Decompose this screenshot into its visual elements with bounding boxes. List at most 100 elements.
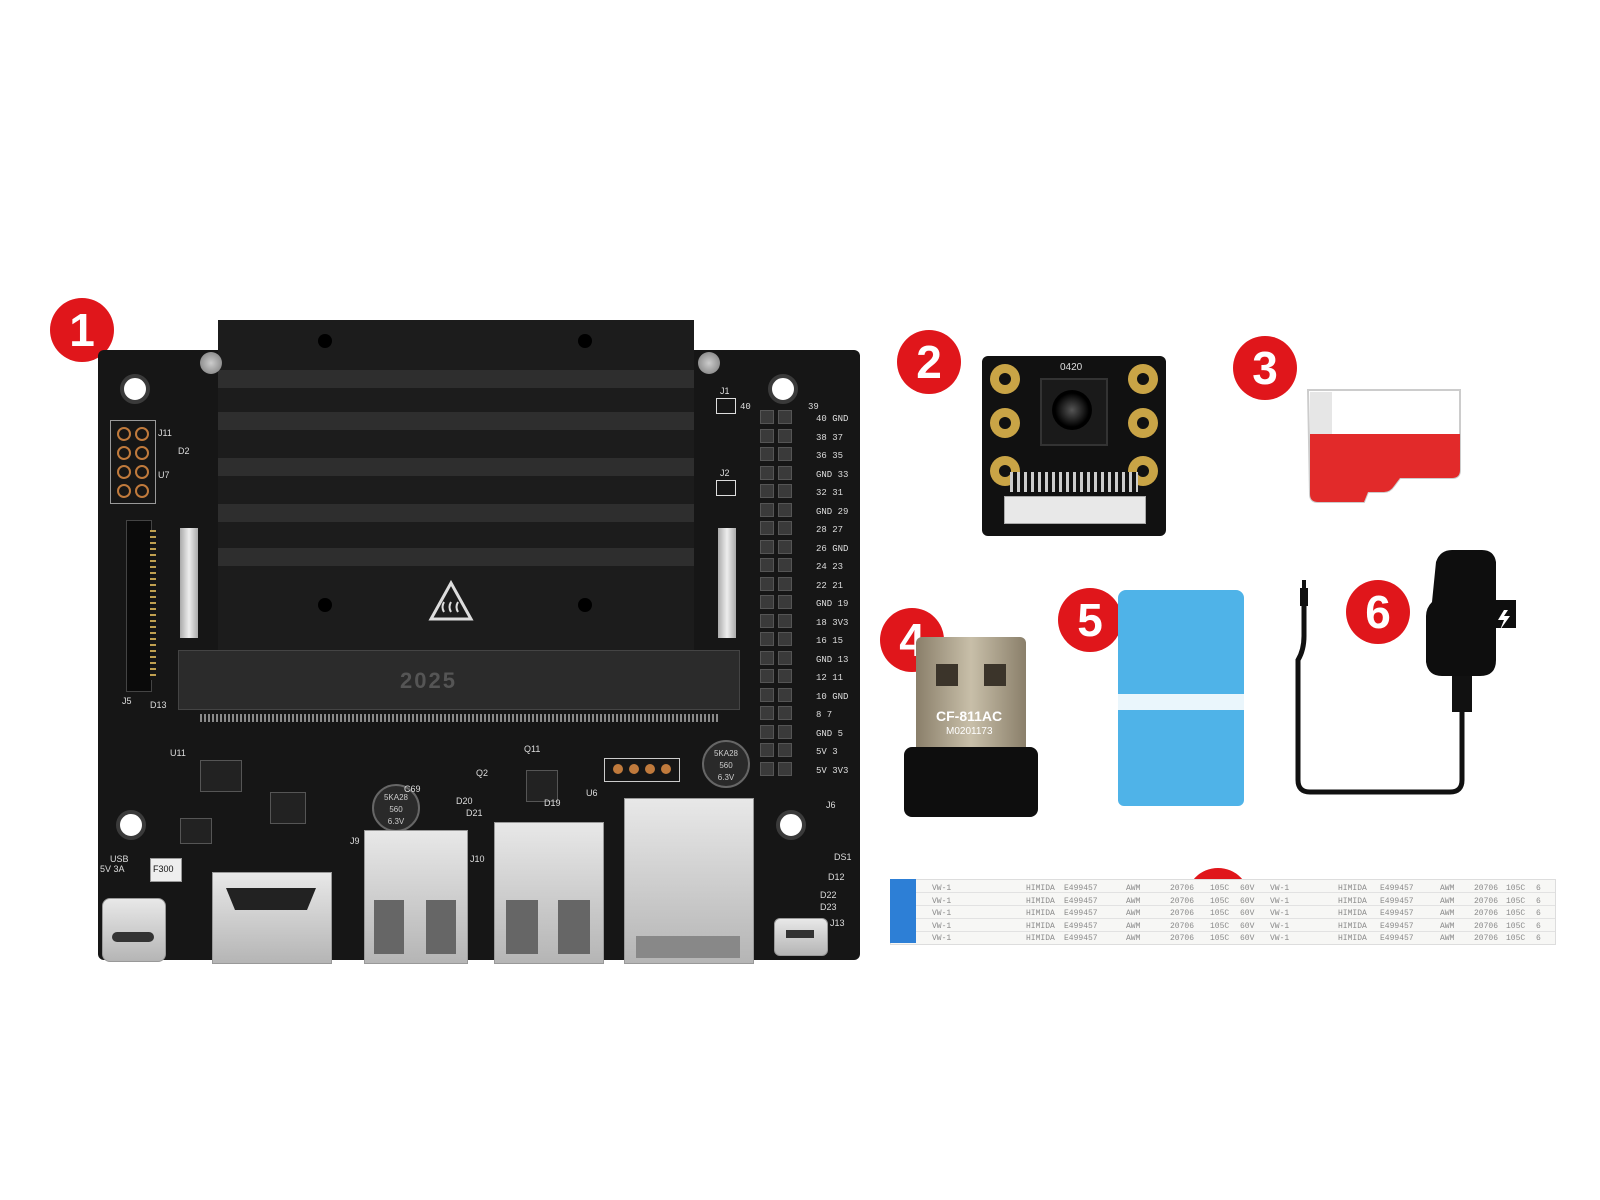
- gpio-pin: [760, 428, 774, 443]
- gpio-label: 5V 3V3: [816, 765, 849, 776]
- heatsink-fin: [218, 548, 694, 566]
- ribbon-text: E499457: [1380, 921, 1414, 931]
- hdmi-opening: [226, 888, 316, 910]
- heatsink-fin: [218, 370, 694, 388]
- ribbon-text: VW-1: [932, 934, 952, 943]
- ribbon-text: VW-1: [932, 921, 952, 931]
- screw: [698, 352, 720, 374]
- silk-q2: Q2: [476, 768, 489, 778]
- ribbon-text: AWM: [1126, 896, 1141, 906]
- ribbon-text: HIMIDA: [1026, 896, 1055, 906]
- gpio-label: 28 27: [816, 525, 844, 535]
- plug-window: [984, 664, 1006, 686]
- csi-connector: [126, 520, 152, 692]
- gpio-pin: [778, 428, 792, 443]
- slot-pins: [200, 714, 720, 722]
- gpio-pin: [778, 687, 792, 702]
- heatsink-fin: [218, 458, 694, 476]
- ribbon-text: 20706: [1474, 921, 1499, 931]
- ribbon-text: 20706: [1170, 934, 1195, 943]
- gpio-pin: [760, 632, 774, 646]
- silk-d20: D20: [456, 796, 473, 806]
- silk-j11: J11: [158, 428, 172, 438]
- gpio-pin: [760, 761, 774, 776]
- ribbon-text: E499457: [1380, 934, 1414, 943]
- reader-band: [1118, 694, 1244, 712]
- fan-header: [604, 758, 680, 782]
- ribbon-text: 105C: [1210, 909, 1230, 918]
- gpio-pin: [760, 706, 774, 720]
- silk-q11: Q11: [524, 744, 541, 754]
- ribbon-text: 105C: [1506, 934, 1526, 943]
- ribbon-text: VW-1: [1270, 909, 1290, 918]
- ribbon-text: HIMIDA: [1338, 896, 1367, 906]
- silk-d23: D23: [820, 902, 837, 912]
- badge-5: 5: [1058, 588, 1122, 652]
- mount-hole-tr: [768, 374, 798, 404]
- usb-a-slot: [506, 900, 538, 954]
- ribbon-text: E499457: [1064, 934, 1098, 943]
- slot-latch-right: [718, 528, 736, 638]
- ribbon-text: 60V: [1240, 884, 1255, 893]
- silk-d12: D12: [828, 872, 845, 882]
- ribbon-text: 6: [1536, 909, 1541, 918]
- ribbon-text: VW-1: [932, 909, 952, 918]
- silk-d13: D13: [150, 700, 167, 710]
- silk-j2: J2: [720, 468, 730, 478]
- gpio-pin: [760, 410, 774, 424]
- micro-usb-opening: [786, 930, 814, 938]
- power-adapter: [1295, 550, 1516, 795]
- gpio-pin: [760, 687, 774, 702]
- capacitor: 5KA28 560 6.3V: [372, 784, 420, 832]
- silk-j10: J10: [470, 854, 485, 864]
- ribbon-text: E499457: [1064, 921, 1098, 931]
- mount-hole-br: [776, 810, 806, 840]
- gpio-pin: [778, 576, 792, 591]
- gpio-pin: [760, 539, 774, 554]
- ribbon-stiffener: [890, 879, 916, 943]
- badge-2: 2: [897, 330, 961, 394]
- hot-surface-warning-icon: [428, 580, 474, 621]
- silk-u6: U6: [586, 788, 598, 798]
- ribbon-text: 105C: [1506, 896, 1526, 906]
- ribbon-text: AWM: [1126, 921, 1141, 931]
- mount-pad: [990, 408, 1020, 438]
- ribbon-text: VW-1: [1270, 884, 1290, 893]
- gpio-pin: [778, 743, 792, 757]
- chip: [200, 760, 242, 792]
- gpio-label: GND 13: [816, 654, 849, 665]
- heatsink-screw-hole: [318, 334, 332, 348]
- silk-j5: J5: [122, 696, 132, 706]
- silk-usb-spec: 5V 3A: [100, 864, 125, 874]
- gpio-label: 18 3V3: [816, 617, 849, 628]
- ribbon-text: AWM: [1126, 909, 1141, 918]
- ribbon-text: VW-1: [1270, 896, 1290, 906]
- dongle-body: [904, 747, 1038, 817]
- plug-window: [936, 664, 958, 686]
- gpio-header: [760, 410, 804, 780]
- ribbon-text: AWM: [1440, 921, 1455, 931]
- ribbon-text: AWM: [1126, 934, 1141, 943]
- gpio-label: 38 37: [816, 432, 844, 443]
- ribbon-line: [891, 918, 1555, 919]
- cap-label: 560: [719, 761, 733, 770]
- camera-lens: [1052, 390, 1092, 430]
- heatsink-fin: [218, 504, 694, 522]
- chip: [526, 770, 558, 802]
- heatsink-fin: [218, 412, 694, 430]
- gpio-pin: [760, 650, 774, 665]
- ribbon-text: AWM: [1440, 909, 1455, 918]
- usb-a-slot: [426, 900, 456, 954]
- ribbon-text: 60V: [1240, 934, 1255, 943]
- silk-j6: J6: [826, 800, 836, 810]
- gpio-pin: [760, 724, 774, 739]
- card-reader: [1118, 590, 1244, 810]
- ribbon-line: [891, 892, 1555, 893]
- silk-u7: U7: [158, 470, 170, 480]
- ribbon-text: E499457: [1064, 884, 1098, 893]
- badge-1: 1: [50, 298, 114, 362]
- ribbon-text: E499457: [1380, 884, 1414, 893]
- ribbon-line: [891, 931, 1555, 932]
- ribbon-text: VW-1: [1270, 934, 1290, 943]
